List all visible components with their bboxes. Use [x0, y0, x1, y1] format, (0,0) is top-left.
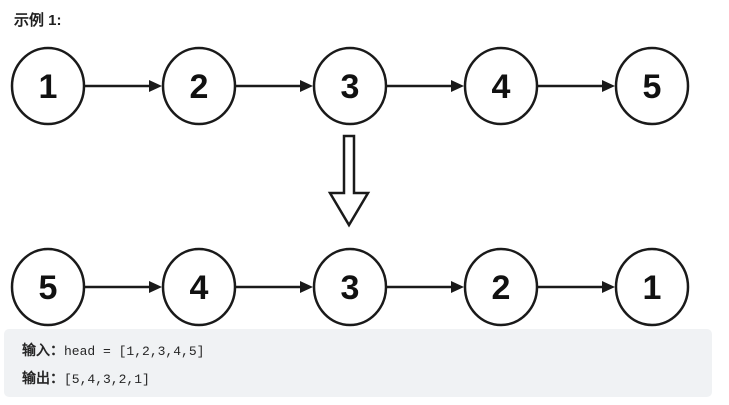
node-value: 5	[643, 68, 662, 106]
next-pointer-arrowhead-icon	[451, 281, 464, 293]
output-value: [5,4,3,2,1]	[64, 372, 150, 387]
node-value: 2	[492, 269, 511, 307]
list-node-original-list-3	[312, 46, 388, 126]
node-value: 2	[190, 68, 209, 106]
list-node-reversed-list-4	[161, 247, 237, 327]
next-pointer-arrowhead-icon	[602, 281, 615, 293]
list-node-reversed-list-1	[614, 247, 690, 327]
next-pointer-arrowhead-icon	[300, 80, 313, 92]
io-block: 输入：head = [1,2,3,4,5] 输出：[5,4,3,2,1]	[4, 329, 712, 397]
node-value: 3	[341, 68, 360, 106]
linked-list-diagram: 1 2 3 4 5 5 4 3 2 1	[10, 46, 690, 327]
input-line: 输入：head = [1,2,3,4,5]	[22, 337, 694, 365]
node-value: 3	[341, 269, 360, 307]
next-pointer-arrowhead-icon	[149, 80, 162, 92]
example-title: 示例 1:	[14, 12, 62, 29]
next-pointer-arrowhead-icon	[149, 281, 162, 293]
node-value: 4	[190, 269, 209, 307]
next-pointer-arrowhead-icon	[602, 80, 615, 92]
next-pointer-arrowhead-icon	[451, 80, 464, 92]
list-node-original-list-4	[463, 46, 539, 126]
node-value: 1	[643, 269, 662, 307]
list-node-reversed-list-5	[10, 247, 86, 327]
input-label: 输入：	[22, 342, 64, 358]
list-node-original-list-1	[10, 46, 86, 126]
list-node-reversed-list-2	[463, 247, 539, 327]
node-value: 4	[492, 68, 511, 106]
output-line: 输出：[5,4,3,2,1]	[22, 365, 694, 393]
next-pointer-arrowhead-icon	[300, 281, 313, 293]
output-label: 输出：	[22, 370, 64, 386]
node-value: 5	[39, 269, 58, 307]
list-node-original-list-2	[161, 46, 237, 126]
input-value: head = [1,2,3,4,5]	[64, 344, 205, 359]
list-node-original-list-5	[614, 46, 690, 126]
node-value: 1	[39, 68, 58, 106]
down-arrow-icon	[327, 134, 371, 228]
list-node-reversed-list-3	[312, 247, 388, 327]
